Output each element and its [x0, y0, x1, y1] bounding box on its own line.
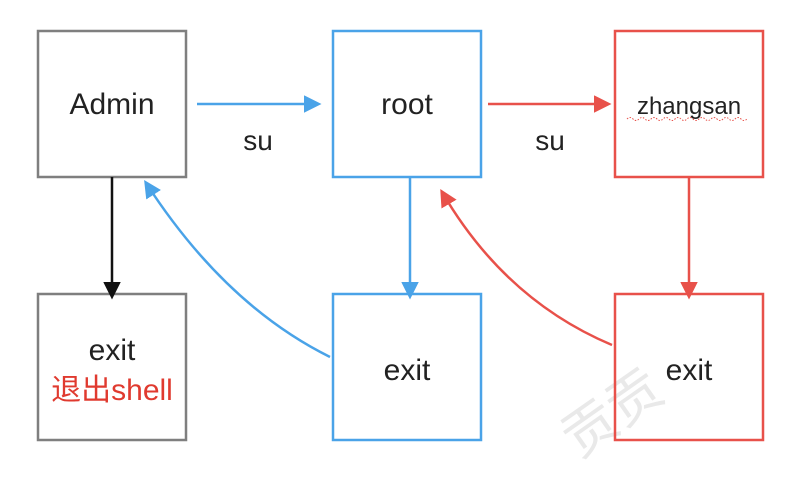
node-admin-exit-label: exit [89, 334, 136, 367]
node-admin-exit: exit 退出shell [36, 292, 188, 442]
node-admin-label: Admin [69, 88, 154, 121]
node-root-exit: exit [331, 292, 483, 442]
node-zhangsan-label: zhangsan [637, 93, 741, 120]
edge-root-to-zhangsan-label: su [535, 125, 565, 156]
node-admin: Admin [36, 29, 188, 179]
node-zhangsan-exit: exit [613, 292, 765, 442]
node-admin-exit-box [36, 292, 188, 442]
node-admin-exit-sublabel: 退出shell [51, 374, 173, 407]
node-root-label: root [381, 88, 433, 121]
node-root-box [331, 29, 483, 179]
edge-zhangsan-exit-to-root [440, 188, 613, 347]
watermark: 贡贡 [550, 356, 675, 470]
edge-admin-to-root-label: su [243, 125, 273, 156]
node-zhangsan: zhangsan [613, 29, 765, 179]
node-root-exit-label: exit [384, 354, 431, 387]
spellcheck-underline [626, 117, 748, 121]
watermark-text: 贡贡 [550, 356, 675, 470]
node-root: root [331, 29, 483, 179]
edge-root-exit-to-admin [144, 180, 331, 359]
node-zhangsan-exit-label: exit [666, 354, 713, 387]
